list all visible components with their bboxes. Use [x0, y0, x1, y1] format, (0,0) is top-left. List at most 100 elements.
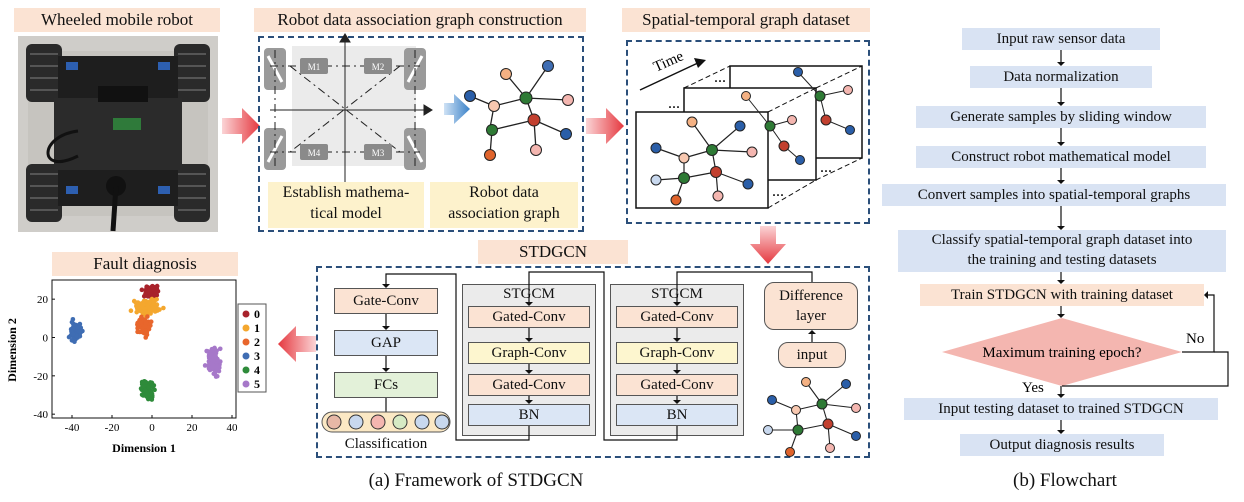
scatter-point-class-3	[75, 325, 80, 330]
x-tick-label: 40	[227, 422, 239, 434]
scatter-point-class-3	[77, 333, 83, 339]
input-box: input	[778, 342, 846, 368]
robot-photo	[18, 36, 218, 232]
difference-layer-box: Difference layer	[764, 282, 858, 330]
graph-conv-2: Graph-Conv	[616, 342, 738, 364]
scatter-point-class-1	[152, 309, 158, 314]
bn-1: BN	[468, 404, 590, 426]
flow-step-6: Classify spatial-temporal graph dataset …	[898, 230, 1226, 272]
motor-m3: M3	[372, 148, 385, 158]
scatter-point-class-2	[142, 323, 148, 329]
model-label: Establish mathema- tical model	[268, 182, 424, 228]
gated-conv-2b: Gated-Conv	[616, 374, 738, 396]
difference-line1: Difference	[779, 288, 843, 304]
dataset-frame	[626, 40, 870, 224]
scatter-point-class-2	[135, 326, 140, 331]
scatter-point-class-1	[128, 308, 134, 314]
scatter-point-class-2	[143, 335, 149, 340]
gate-conv-box: Gate-Conv	[334, 288, 438, 314]
flow-step-6-line2: the training and testing datasets	[967, 252, 1157, 268]
classification-label: Classification	[344, 436, 428, 452]
legend-label-5: 5	[254, 377, 260, 391]
y-tick-label: -40	[33, 409, 48, 421]
graph-construction-title: Robot data association graph constructio…	[254, 8, 586, 32]
decision-diamond	[942, 318, 1182, 386]
fcs-box: FCs	[334, 372, 438, 398]
scatter-point-class-5	[204, 348, 209, 354]
model-label-line2: tical model	[310, 205, 382, 222]
motor-m1: M1	[308, 62, 321, 72]
scatter-point-class-5	[208, 351, 214, 357]
y-tick-label: -20	[33, 371, 48, 383]
scatter-point-class-4	[149, 392, 155, 397]
gated-conv-1a: Gated-Conv	[468, 306, 590, 328]
scatter-point-class-5	[210, 347, 215, 353]
scatter-point-class-3	[70, 331, 76, 337]
bn-2: BN	[616, 404, 738, 426]
fault-title: Fault diagnosis	[52, 252, 238, 276]
ellipsis-3: ...	[772, 183, 784, 200]
ellipsis-4: ...	[820, 159, 832, 176]
flow-step-2: Data normalization	[970, 66, 1152, 88]
decision-text: Maximum training epoch?	[982, 345, 1141, 361]
scatter-point-class-0	[147, 288, 152, 294]
scatter-point-class-4	[148, 380, 153, 385]
scatter-point-class-4	[141, 383, 147, 389]
flow-step-4: Construct robot mathematical model	[916, 146, 1206, 168]
x-tick-label: 20	[187, 422, 199, 434]
scatter-point-class-1	[148, 311, 153, 316]
legend-label-1: 1	[254, 321, 260, 335]
scatter-point-class-1	[150, 305, 156, 311]
graph-construction-frame	[258, 36, 584, 232]
dataset-title: Spatial-temporal graph dataset	[622, 8, 870, 32]
robot-title: Wheeled mobile robot	[14, 8, 220, 32]
scatter-points	[66, 283, 223, 402]
scatter-point-class-5	[214, 365, 219, 370]
stdgcn-title: STDGCN	[478, 240, 628, 264]
flow-step-1: Input raw sensor data	[962, 28, 1160, 50]
scatter-point-class-4	[143, 379, 149, 385]
x-tick-label: 0	[149, 422, 155, 434]
scatter-point-class-1	[161, 305, 166, 311]
assoc-label-line1: Robot data	[469, 184, 539, 201]
scatter-point-class-1	[135, 300, 141, 305]
scatter-point-class-1	[140, 304, 145, 310]
scatter-point-class-2	[135, 320, 141, 326]
legend-marker-4	[242, 366, 250, 374]
arrow-graph-to-dataset	[586, 108, 624, 144]
legend-marker-0	[242, 310, 250, 318]
assoc-label-line2: association graph	[448, 205, 560, 222]
difference-line2: layer	[796, 308, 826, 324]
gated-conv-1b: Gated-Conv	[468, 374, 590, 396]
legend-label-2: 2	[254, 335, 260, 349]
scatter-point-class-3	[69, 319, 75, 325]
scatter-point-class-4	[139, 379, 145, 385]
legend-label-0: 0	[254, 307, 260, 321]
scatter-point-class-1	[151, 299, 157, 304]
gap-box: GAP	[334, 330, 438, 356]
scatter-point-class-1	[142, 309, 148, 314]
scatter-point-class-1	[135, 304, 140, 310]
caption-a: (a) Framework of STDGCN	[368, 470, 584, 491]
scatter-point-class-5	[210, 362, 216, 368]
scatter-point-class-0	[139, 287, 145, 293]
arrow-robot-to-graph	[222, 108, 260, 144]
scatter-point-class-4	[142, 387, 148, 393]
arrow-dataset-down	[750, 226, 786, 264]
motor-m4: M4	[308, 148, 321, 158]
scatter-point-class-0	[152, 292, 158, 298]
y-tick-label: 20	[37, 294, 49, 306]
robot-illustration	[18, 36, 218, 232]
legend-box	[237, 303, 267, 393]
scatter-point-class-3	[76, 329, 82, 334]
assoc-graph-label: Robot data association graph	[430, 182, 578, 228]
scatter-point-class-5	[206, 364, 212, 370]
motor-m2: M2	[372, 62, 385, 72]
legend-label-3: 3	[254, 349, 260, 363]
